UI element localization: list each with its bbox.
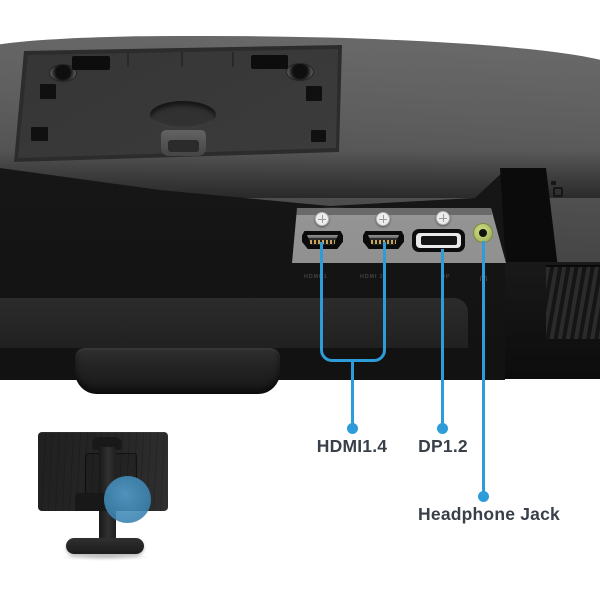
headphone-callout-label: Headphone Jack <box>418 504 560 524</box>
inset-stand-hook <box>92 437 122 450</box>
stand-release-clip-slot <box>168 140 199 152</box>
vesa-screw-hole <box>286 63 314 81</box>
vesa-screw-hole <box>49 64 77 82</box>
vesa-square-hole <box>306 86 322 101</box>
displayport-slot <box>421 236 457 245</box>
vesa-rib <box>181 52 183 67</box>
hdmi-callout-line <box>351 361 354 425</box>
inset-base-shadow <box>58 553 152 561</box>
vesa-square-hole <box>31 127 48 141</box>
vesa-rib <box>232 52 234 67</box>
headphone-jack-hole <box>479 229 487 237</box>
vesa-rib <box>127 52 129 67</box>
vesa-slot <box>251 55 288 69</box>
dp-callout-line <box>441 249 444 425</box>
vesa-square-hole <box>311 130 326 142</box>
screw-icon <box>376 212 390 226</box>
hdmi-callout-bracket <box>320 242 386 362</box>
hdmi-callout-dot <box>347 423 358 434</box>
dp-callout-dot <box>437 423 448 434</box>
vesa-square-hole <box>40 84 56 99</box>
cable-recess-shelf <box>0 298 468 348</box>
headphone-callout-line <box>482 241 485 493</box>
kensington-lock-icon <box>553 187 563 197</box>
headphone-callout-dot <box>478 491 489 502</box>
dp-callout-label: DP1.2 <box>418 436 468 456</box>
inset-stand-base <box>66 538 144 554</box>
bottom-bezel-foot <box>75 348 280 394</box>
printed-label-dp: DP <box>441 274 451 280</box>
kensington-lock-icon <box>551 181 556 185</box>
stand-release-recess <box>150 101 358 226</box>
printed-label-hdmi2: HDMI 2 <box>360 274 384 280</box>
screw-icon <box>436 211 450 225</box>
stand-hinge-vents <box>546 265 600 339</box>
stand-release-clip <box>161 130 206 156</box>
inset-port-area-highlight <box>104 476 151 523</box>
vesa-slot <box>72 56 110 70</box>
screw-icon <box>315 212 329 226</box>
hdmi-callout-label: HDMI1.4 <box>316 436 388 456</box>
printed-label-hdmi1: HDMI 1 <box>304 274 328 280</box>
